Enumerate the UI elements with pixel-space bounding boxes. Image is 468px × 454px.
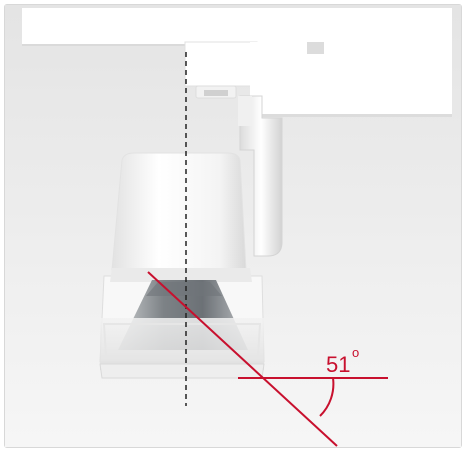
adapter-label-icon [307,42,324,54]
angle-value-label: 51 [326,352,350,377]
track-rail [22,8,452,46]
fixture-arm [238,95,283,257]
angle-unit-label: o [352,345,359,360]
beam-angle-indicator: 51 o [147,271,388,447]
beam-edge-line [147,271,338,447]
lens-ring [99,318,265,379]
angle-arc [319,377,335,417]
diagram-border [4,4,462,448]
track-adapter [184,41,452,117]
